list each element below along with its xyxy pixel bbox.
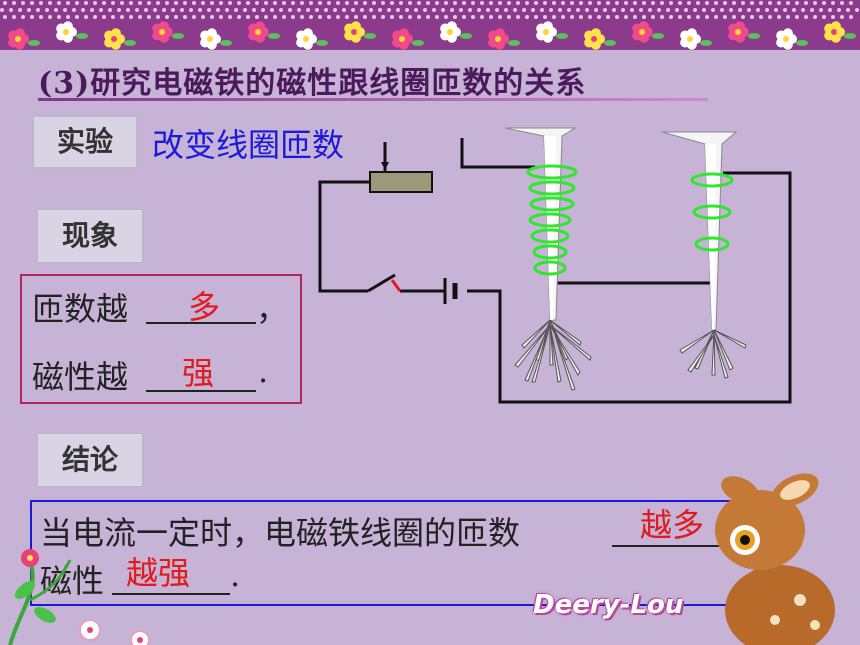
title-underline (38, 98, 708, 101)
circuit-wires (318, 138, 792, 404)
phenomenon-line2: 磁性越 (32, 358, 129, 396)
circuit-diagram (318, 127, 792, 404)
top-decorative-border (0, 0, 860, 50)
left-pins-icon (514, 319, 592, 391)
conclusion-answer-1: 越多 (640, 506, 705, 544)
switch-contact (390, 279, 402, 292)
deery-lou-logo: Deery-Lou (533, 590, 684, 620)
phenomenon-answer-1: 多 (188, 288, 221, 326)
right-electromagnet (661, 131, 747, 379)
switch (367, 273, 396, 293)
right-coil (690, 172, 734, 252)
phenomenon-answer-2: 强 (182, 354, 215, 392)
flower-decoration-icon (8, 549, 150, 645)
blank-line-4 (112, 593, 230, 595)
phenomenon-box (20, 274, 302, 404)
conclusion-tag: 结论 (36, 432, 144, 488)
experiment-description: 改变线圈匝数 (152, 126, 345, 164)
deer-mascot-icon (715, 473, 835, 645)
right-pins-icon (679, 329, 747, 379)
rheostat (369, 171, 433, 193)
phenomenon-line1: 匝数越 (32, 290, 129, 328)
slider-arrow-icon (381, 162, 389, 170)
phenomenon-line2-end: . (258, 352, 269, 390)
conclusion-line2-end: . (230, 556, 241, 594)
phenomenon-line1-end: ， (256, 290, 289, 328)
blank-line-1 (146, 322, 256, 324)
experiment-tag: 实验 (32, 115, 138, 169)
blank-line-3 (612, 545, 720, 547)
left-electromagnet (504, 127, 592, 391)
page-title: (3)研究电磁铁的磁性跟线圈匝数的关系 (38, 66, 587, 101)
flower-border-icon (0, 1, 859, 50)
phenomenon-tag: 现象 (36, 208, 144, 264)
conclusion-line2: 磁性 (40, 562, 105, 600)
left-coil (526, 164, 578, 276)
conclusion-line1: 当电流一定时，电磁铁线圈的匝数 (40, 514, 521, 552)
blank-line-2 (146, 390, 256, 392)
conclusion-answer-2: 越强 (126, 554, 191, 592)
